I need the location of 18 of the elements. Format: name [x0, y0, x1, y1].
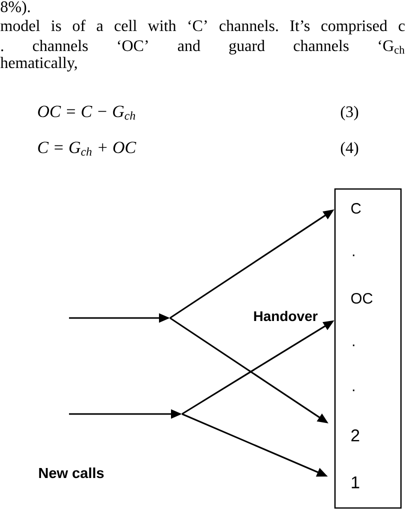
equation: C = G$_{ch}$ + OC: [38, 142, 136, 156]
equation: OC = C − G$_{ch}$: [38, 106, 136, 120]
text-line: model is of a cell with ‘C’ channels. It’s comprised c: [0, 20, 405, 34]
channel-label: .: [352, 344, 354, 346]
channel-label: .: [352, 254, 354, 256]
channel-label: 2: [351, 429, 360, 442]
channel-label: 1: [352, 476, 360, 488]
channel-label: OC: [351, 293, 372, 304]
channel-label: C: [351, 203, 361, 214]
channel-label: .: [352, 390, 354, 392]
channel-box: [334, 188, 402, 509]
equation-number: (3): [340, 106, 358, 120]
text-line: 8%).: [0, 0, 30, 16]
text-label: Handover: [254, 310, 318, 322]
text-line: hematically,: [0, 56, 77, 72]
equation-number: (4): [340, 142, 358, 156]
text-label: New calls: [39, 468, 104, 478]
text-line: . channels ‘OC’ and guard channels ‘G$_{ch}$: [1, 40, 405, 54]
